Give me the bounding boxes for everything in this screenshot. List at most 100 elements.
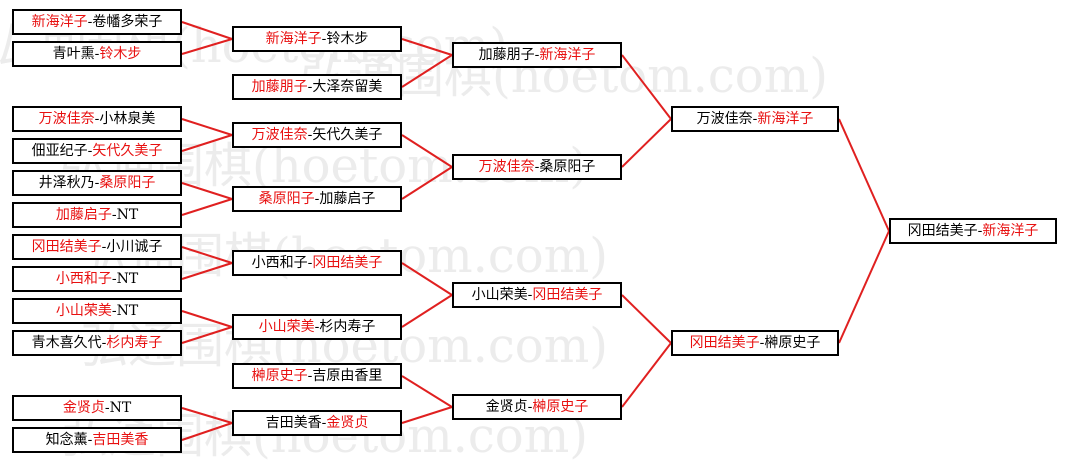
player-1: 佃亚纪子 [31,143,88,159]
round-1-match-6[interactable]: 井泽秋乃-桑原阳子 [12,170,182,196]
player-2: 卷幡多荣子 [92,14,163,30]
player-1: 冈田结美子 [31,239,102,255]
player-2: NT [116,271,139,287]
round-3-match-3[interactable]: 小山荣美-冈田结美子 [452,282,622,308]
round-4-match-2[interactable]: 冈田结美子-榊原史子 [671,330,839,356]
player-2: 榊原史子 [532,399,589,415]
connector-line [401,38,453,56]
player-2: 铃木步 [99,46,142,62]
round-3-match-4[interactable]: 金贤贞-榊原史子 [452,394,622,420]
player-1: 新海洋子 [31,14,88,30]
round-2-match-1[interactable]: 新海洋子-铃木步 [232,26,402,52]
player-2: 榊原史子 [764,335,821,351]
connector-line [181,422,233,441]
player-2: 吉原由香里 [312,368,383,384]
connector-line [181,182,233,200]
round-3-match-1[interactable]: 加藤朋子-新海洋子 [452,42,622,68]
player-2: 新海洋子 [757,111,814,127]
player-1: 冈田结美子 [907,223,978,239]
player-2: 新海洋子 [982,223,1039,239]
player-1: 青叶熏 [52,46,95,62]
player-1: 小西和子 [251,255,308,271]
round-1-match-1[interactable]: 新海洋子-卷幡多荣子 [12,9,182,35]
player-1: 新海洋子 [265,31,322,47]
round-3-match-2[interactable]: 万波佳奈-桑原阳子 [452,154,622,180]
round-1-match-2[interactable]: 青叶熏-铃木步 [12,41,182,67]
player-1: 金贤贞 [485,399,528,415]
player-2: 杉内寿子 [106,335,163,351]
round-2-match-3[interactable]: 桑原阳子-加藤启子 [232,186,402,212]
player-2: 吉田美香 [92,432,149,448]
player-2: 小川诚子 [106,239,163,255]
round-1-match-5[interactable]: 佃亚纪子-矢代久美子 [12,138,182,164]
player-1: 井泽秋乃 [38,175,95,191]
connector-line [181,246,233,264]
player-1: 青木喜久代 [31,335,102,351]
player-2: 大泽奈留美 [312,79,383,95]
player-2: 杉内寿子 [319,319,376,335]
player-2: 加藤启子 [319,191,376,207]
player-1: 桑原阳子 [258,191,315,207]
player-1: 小山荣美 [55,303,112,319]
player-1: 小山荣美 [258,319,315,335]
player-1: 小山荣美 [471,287,528,303]
round-1-match-8[interactable]: 冈田结美子-小川诚子 [12,234,182,260]
round-4-match-1[interactable]: 万波佳奈-新海洋子 [671,106,839,132]
connector-line [838,118,890,232]
player-1: 知念薰 [45,432,88,448]
player-1: 吉田美香 [265,415,322,431]
connector-line [401,375,453,408]
connector-line [181,134,233,152]
connector-line [621,54,672,120]
player-2: 矢代久美子 [92,143,163,159]
connector-line [621,118,672,168]
player-1: 万波佳奈 [251,127,308,143]
round-1-match-12[interactable]: 榊原史子-吉原由香里 [232,363,402,389]
connector-line [401,134,453,168]
player-1: 万波佳奈 [478,159,535,175]
player-1: 加藤朋子 [478,47,535,63]
player-2: NT [109,400,132,416]
connector-line [401,406,453,424]
round-1-match-11[interactable]: 青木喜久代-杉内寿子 [12,330,182,356]
connector-line [621,342,672,408]
player-2: 金贤贞 [326,415,369,431]
player-2: 冈田结美子 [532,287,603,303]
round-1-match-7[interactable]: 加藤启子-NT [12,202,182,228]
round-2-match-6[interactable]: 吉田美香-金贤贞 [232,410,402,436]
player-1: 小西和子 [55,271,112,287]
round-2-match-2[interactable]: 万波佳奈-矢代久美子 [232,122,402,148]
round-1-match-13[interactable]: 金贤贞-NT [12,395,182,421]
player-1: 金贤贞 [62,400,105,416]
connector-line [838,230,890,344]
player-2: 新海洋子 [539,47,596,63]
player-2: NT [116,303,139,319]
player-1: 万波佳奈 [38,111,95,127]
round-2-match-5[interactable]: 小山荣美-杉内寿子 [232,314,402,340]
player-2: 冈田结美子 [312,255,383,271]
player-2: 矢代久美子 [312,127,383,143]
round-1-match-4[interactable]: 万波佳奈-小林泉美 [12,106,182,132]
round-1-match-14[interactable]: 知念薰-吉田美香 [12,427,182,453]
player-2: 小林泉美 [99,111,156,127]
final-match[interactable]: 冈田结美子-新海洋子 [889,218,1057,244]
connector-line [401,166,453,200]
player-1: 万波佳奈 [696,111,753,127]
connector-line [181,310,233,328]
connector-line [181,326,233,344]
connector-line [181,38,233,55]
player-2: 桑原阳子 [539,159,596,175]
round-1-match-10[interactable]: 小山荣美-NT [12,298,182,324]
round-1-match-9[interactable]: 小西和子-NT [12,266,182,292]
player-1: 加藤启子 [55,207,112,223]
player-1: 加藤朋子 [251,79,308,95]
player-2: 铃木步 [326,31,369,47]
round-2-match-4[interactable]: 小西和子-冈田结美子 [232,250,402,276]
connector-line [401,294,453,328]
player-2: 桑原阳子 [99,175,156,191]
player-1: 冈田结美子 [689,335,760,351]
connector-line [181,262,233,280]
connector-line [181,21,233,40]
connector-line [621,294,672,344]
round-1-match-3[interactable]: 加藤朋子-大泽奈留美 [232,74,402,100]
